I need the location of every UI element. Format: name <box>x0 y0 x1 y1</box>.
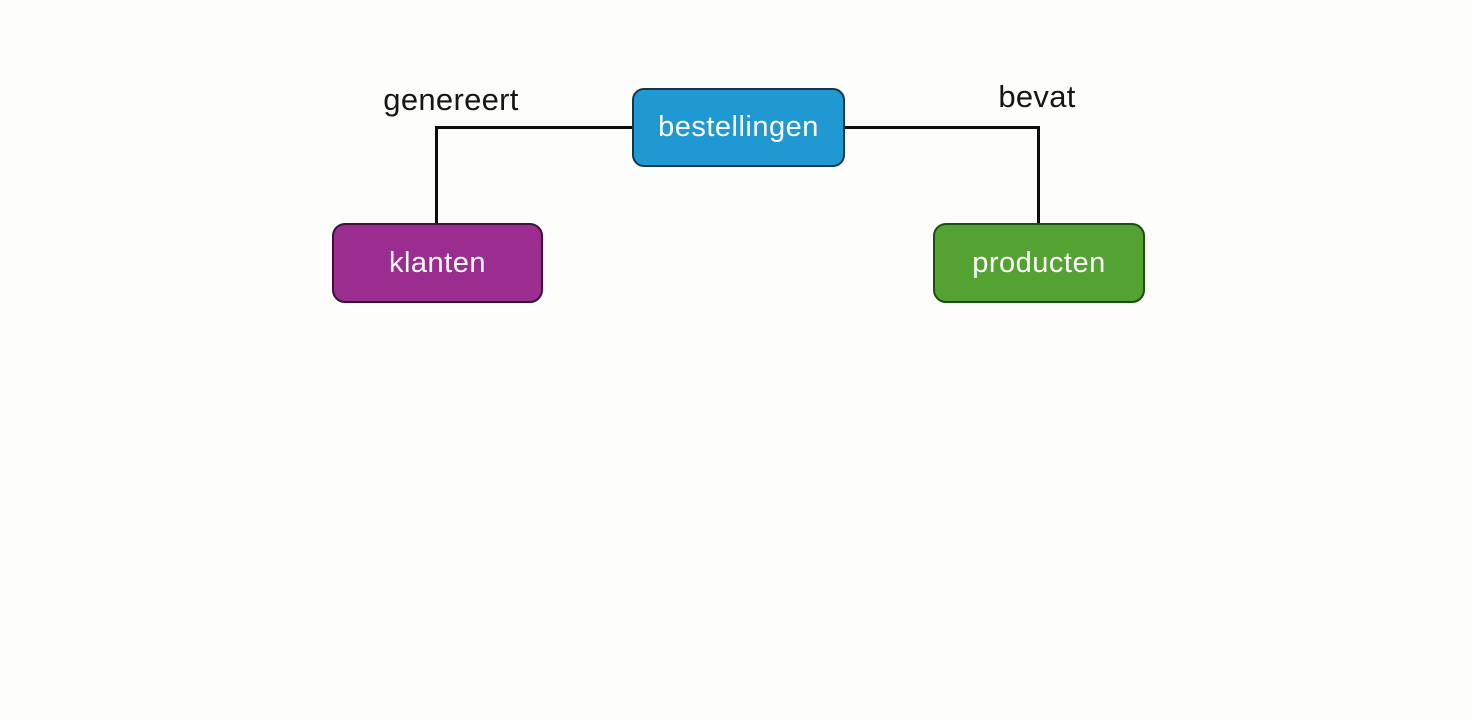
node-klanten-label: klanten <box>388 246 486 279</box>
node-producten-label: producten <box>972 246 1106 279</box>
edge-label-bevat: bevat <box>998 79 1076 114</box>
node-producten: producten <box>933 223 1145 303</box>
edge-bestellingen-producten-vertical <box>1037 126 1040 223</box>
edge-label-genereert: genereert <box>383 82 519 117</box>
node-klanten: klanten <box>332 223 543 303</box>
node-bestellingen-label: bestellingen <box>658 111 819 143</box>
edge-bestellingen-klanten-vertical <box>435 126 438 223</box>
edge-bestellingen-klanten-horizontal <box>435 126 633 129</box>
node-bestellingen: bestellingen <box>632 88 845 167</box>
edge-bestellingen-producten-horizontal <box>844 126 1040 129</box>
